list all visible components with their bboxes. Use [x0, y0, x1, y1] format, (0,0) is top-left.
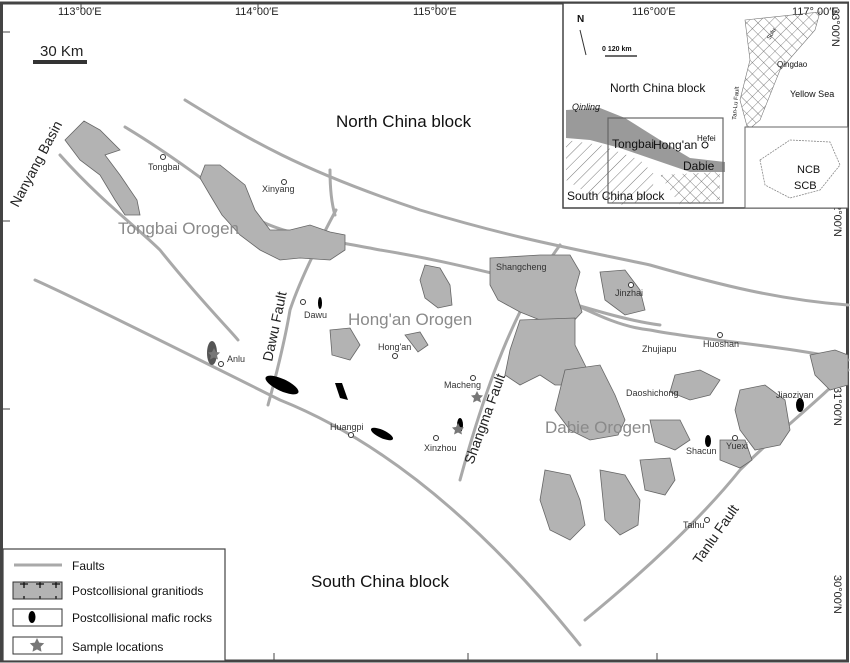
mafic-body [265, 375, 299, 395]
legend-label: Faults [72, 559, 105, 573]
granitoid-body [539, 469, 586, 541]
legend: Faults Postcollisional granitiods Postco… [2, 548, 226, 662]
city-label: Huangpi [330, 422, 364, 432]
city-label: Shangcheng [496, 262, 547, 272]
inset-map: 116°00′E 117° 00′E 33°00′N N 0 120 km No… [562, 2, 849, 209]
granitoid-body [734, 384, 791, 451]
city-label: Dawu [304, 310, 327, 320]
lat-tick-33: 33°00′N [829, 8, 841, 47]
scale-bar: 30 Km [33, 43, 87, 64]
inset-scale-label: 0 120 km [602, 46, 632, 53]
granitoid-body [809, 349, 849, 391]
legend-granitoid-swatch [12, 581, 63, 600]
city-label: Anlu [227, 354, 245, 364]
granitoid-body [64, 120, 141, 216]
legend-mafic-swatch [12, 608, 63, 627]
city-label: Shacun [686, 446, 717, 456]
lat-tick-30: 30°00′N [831, 575, 843, 614]
inset-study-area-box [607, 117, 724, 204]
city-label: Hong'an [378, 342, 411, 352]
inset-sulu-label: Sulu [767, 28, 778, 41]
lon-tick-113: 113°00′E [58, 6, 102, 18]
inset-south-china-label: South China block [567, 189, 665, 203]
city-label: Taihu [683, 520, 705, 530]
mafic-body [796, 398, 804, 412]
inset-qinling-label: Qinling [572, 102, 600, 112]
mafic-body [370, 427, 394, 441]
city-label: Tongbai [148, 162, 180, 172]
city-label: Yuexi [726, 441, 748, 451]
lon-tick-115: 115°00′E [413, 6, 457, 18]
inset-hongan-label: Hong'an [653, 138, 697, 152]
city-label: Macheng [444, 380, 481, 390]
china-inset-scb-label: SCB [794, 180, 817, 192]
inset-lon-116: 116°00′E [632, 6, 676, 18]
sample-locations [208, 348, 483, 435]
granitoid-body [199, 164, 346, 261]
granitoid-bodies [64, 120, 849, 541]
legend-label: Postcollisional granitiods [72, 584, 203, 598]
city-label: Xinyang [262, 184, 295, 194]
tanlu-fault-label: Tanlu Fault [689, 501, 741, 566]
fault-line [58, 153, 240, 342]
city-label: Jiaoziyan [776, 390, 814, 400]
city-label: Zhujiapu [642, 344, 677, 354]
mafic-body [705, 435, 711, 447]
sample-star-icon [208, 348, 220, 360]
city-label: Daoshichong [626, 388, 679, 398]
inset-hefei-label: Hefei [697, 134, 716, 143]
lon-tick-114: 114°00′E [235, 6, 279, 18]
city-label: Huoshan [703, 339, 739, 349]
north-china-block-label: North China block [336, 112, 472, 131]
granitoid-body [404, 331, 429, 353]
granitoid-body [599, 269, 646, 316]
orogen-label-dabie: Dabie Orogen [545, 418, 651, 437]
inset-yellow-sea-label: Yellow Sea [790, 89, 834, 99]
lat-tick-31: 31°00′N [831, 387, 843, 426]
legend-label: Sample locations [72, 640, 163, 654]
inset-north-arrow-icon: N [577, 14, 584, 25]
granitoid-body [329, 327, 361, 361]
inset-tanlu-label: Tan-Lu Fault [732, 86, 741, 120]
fault-line [583, 368, 850, 622]
dawu-fault-label: Dawu Fault [259, 290, 289, 363]
orogen-label-hongan: Hong'an Orogen [348, 310, 472, 329]
granitoid-body [669, 369, 721, 401]
city-label: Xinzhou [424, 443, 457, 453]
fault-line [183, 98, 850, 307]
inset-dabie-label: Dabie [683, 159, 715, 173]
city-label: Jinzhai [615, 288, 643, 298]
granitoid-body [489, 254, 583, 326]
granitoid-body [649, 419, 691, 451]
inset-tongbai-label: Tongbai [612, 137, 654, 151]
nanyang-basin-label: Nanyang Basin [7, 118, 66, 209]
granitoid-body [639, 457, 676, 496]
granitoid-body [419, 264, 453, 309]
granitoid-body [719, 439, 753, 469]
south-china-block-label: South China block [311, 572, 449, 591]
legend-label: Postcollisional mafic rocks [72, 611, 212, 625]
granitoid-body [504, 317, 591, 386]
inset-north-china-label: North China block [610, 81, 706, 95]
sample-star-icon [452, 423, 464, 435]
inset-qingdao-label: Qingdao [777, 60, 808, 69]
granitoid-body [599, 469, 641, 536]
china-inset-ncb-label: NCB [797, 164, 820, 176]
longitude-ticks: 113°00′E 114°00′E 115°00′E [58, 3, 658, 661]
cities: Tongbai Xinyang Dawu Anlu Hong'an Huangp… [148, 154, 814, 530]
orogen-label-tongbai: Tongbai Orogen [118, 219, 239, 238]
fault-line [33, 278, 582, 647]
mafic-body [335, 383, 348, 400]
scale-bar-label: 30 Km [40, 43, 83, 60]
legend-star-icon [29, 638, 45, 652]
sample-star-icon [471, 391, 483, 403]
mafic-body [318, 297, 322, 309]
granitoid-body [554, 364, 626, 441]
